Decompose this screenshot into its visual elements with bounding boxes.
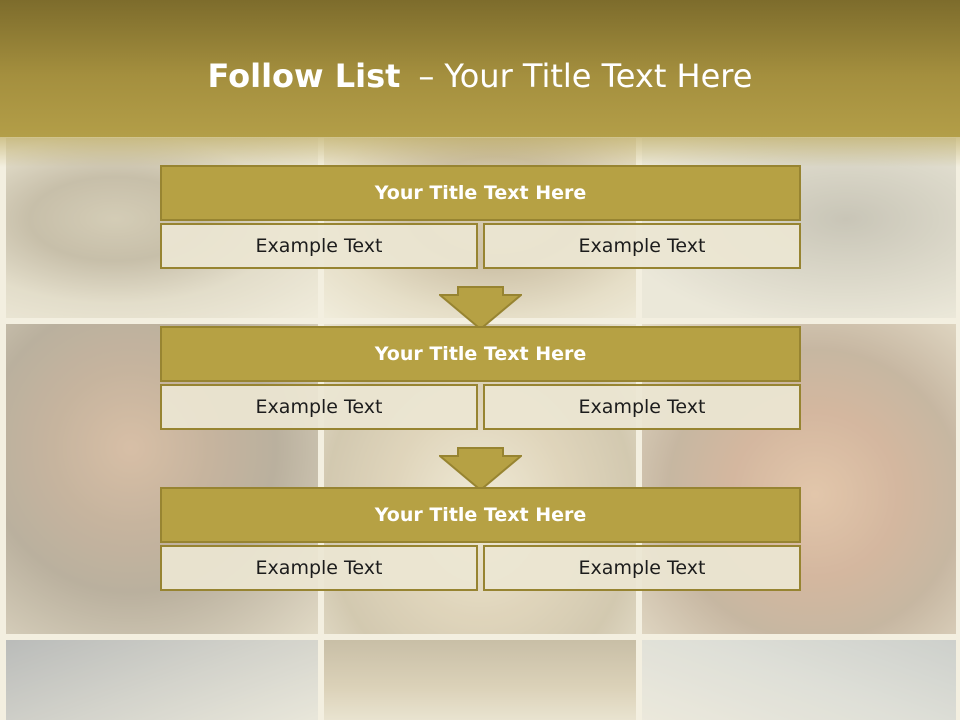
collage-photo (642, 640, 956, 720)
block-title[interactable]: Your Title Text Here (160, 326, 801, 382)
down-arrow-icon (439, 447, 522, 491)
slide-title-bold: Follow List (207, 57, 401, 95)
block-cell-left[interactable]: Example Text (160, 223, 478, 269)
block-row: Example Text Example Text (160, 384, 801, 430)
slide-title[interactable]: Follow List–Your Title Text Here (0, 52, 960, 100)
block-cell-right[interactable]: Example Text (483, 384, 801, 430)
block-title[interactable]: Your Title Text Here (160, 165, 801, 221)
header-band (0, 0, 960, 137)
block-cell-left[interactable]: Example Text (160, 545, 478, 591)
block-cell-right[interactable]: Example Text (483, 545, 801, 591)
block-cell-right[interactable]: Example Text (483, 223, 801, 269)
header-fade (0, 137, 960, 167)
collage-photo (324, 640, 636, 720)
down-arrow-icon (439, 286, 522, 330)
collage-photo (6, 640, 318, 720)
block-row: Example Text Example Text (160, 545, 801, 591)
follow-list-block: Your Title Text Here Example Text Exampl… (160, 326, 801, 430)
follow-list-block: Your Title Text Here Example Text Exampl… (160, 165, 801, 269)
block-title[interactable]: Your Title Text Here (160, 487, 801, 543)
follow-list-block: Your Title Text Here Example Text Exampl… (160, 487, 801, 591)
block-cell-left[interactable]: Example Text (160, 384, 478, 430)
block-row: Example Text Example Text (160, 223, 801, 269)
slide-title-rest: Your Title Text Here (444, 57, 753, 95)
slide-title-separator: – (418, 57, 435, 95)
